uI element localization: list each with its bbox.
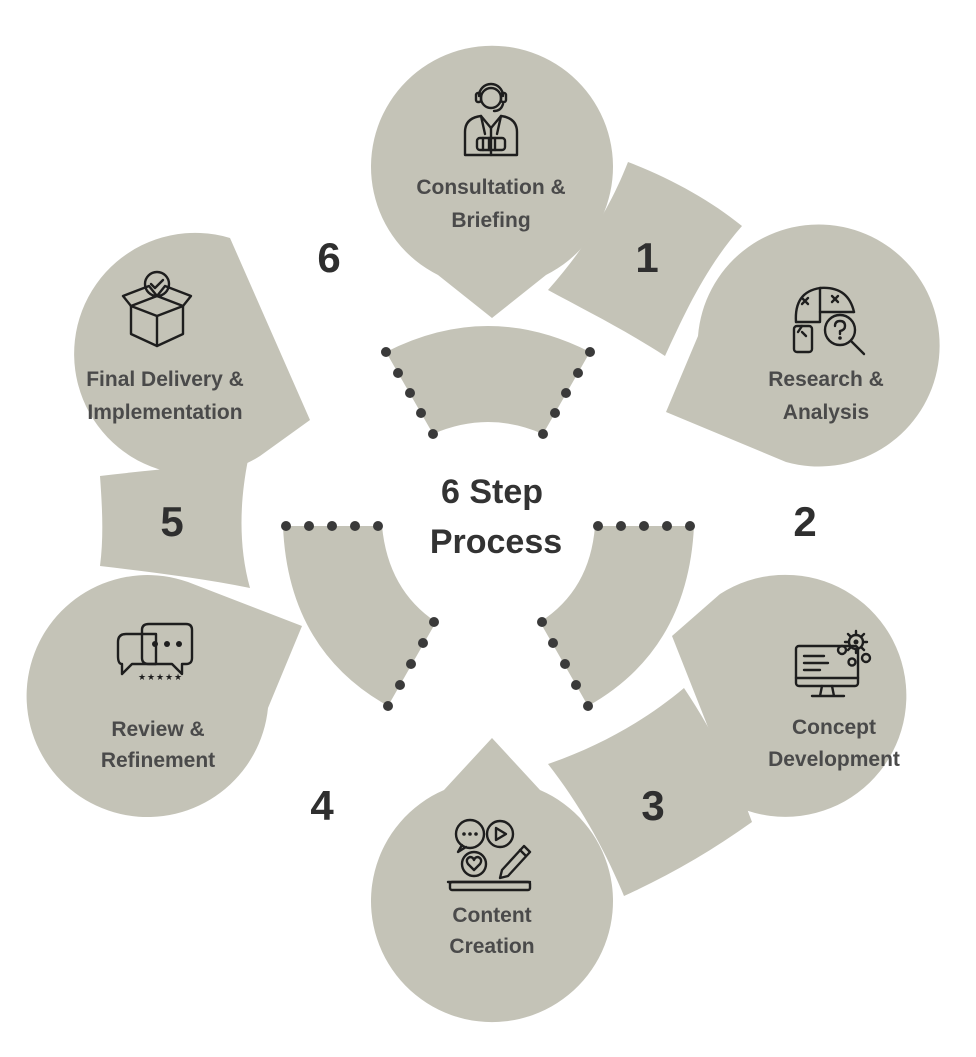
dot bbox=[538, 429, 548, 439]
center-title-line2: Process bbox=[430, 523, 562, 561]
dot bbox=[381, 347, 391, 357]
step-4-label-line1: Content bbox=[452, 904, 531, 927]
dots-left-bottom bbox=[383, 617, 439, 711]
dots-right-bottom bbox=[537, 617, 593, 711]
dots-right-top bbox=[593, 521, 695, 531]
step-labels: Consultation & Briefing Research & Analy… bbox=[86, 176, 900, 958]
puzzle-magnifier-icon bbox=[792, 286, 866, 356]
dot bbox=[304, 521, 314, 531]
dot bbox=[593, 521, 603, 531]
dot bbox=[560, 659, 570, 669]
step-6-label-line1: Final Delivery & bbox=[86, 368, 244, 391]
dot bbox=[639, 521, 649, 531]
svg-text:★: ★ bbox=[174, 673, 182, 683]
step-3-label-line2: Development bbox=[768, 748, 900, 771]
connector-band-3 bbox=[100, 460, 250, 588]
chat-rating-icon: ★ ★ ★ ★ ★ bbox=[116, 622, 194, 683]
dot bbox=[428, 429, 438, 439]
center-title-line1: 6 Step bbox=[441, 473, 543, 511]
connector-band-2 bbox=[548, 688, 752, 896]
connector-band-1 bbox=[548, 162, 742, 356]
svg-text:★: ★ bbox=[138, 673, 146, 683]
monitor-gears-icon bbox=[794, 629, 872, 698]
step-5-label-line1: Review & bbox=[111, 718, 204, 741]
step-6-label-line2: Implementation bbox=[87, 401, 242, 424]
dot bbox=[405, 388, 415, 398]
svg-text:★: ★ bbox=[147, 673, 155, 683]
dot bbox=[429, 617, 439, 627]
step-4-label-line2: Creation bbox=[449, 935, 534, 958]
dots-top-right bbox=[538, 347, 595, 439]
inner-segment-right bbox=[540, 526, 694, 706]
dot bbox=[573, 368, 583, 378]
dot bbox=[616, 521, 626, 531]
connector-bands bbox=[100, 162, 752, 896]
step-number-6: 6 bbox=[317, 234, 340, 281]
dot bbox=[418, 638, 428, 648]
dot bbox=[350, 521, 360, 531]
dot bbox=[585, 347, 595, 357]
dot bbox=[373, 521, 383, 531]
petal-step-1 bbox=[370, 45, 613, 318]
dot bbox=[583, 701, 593, 711]
dot bbox=[662, 521, 672, 531]
step-number-4: 4 bbox=[310, 782, 334, 829]
petal-step-4 bbox=[370, 738, 613, 1023]
star-rating: ★ ★ ★ ★ ★ bbox=[138, 673, 182, 683]
dot bbox=[393, 368, 403, 378]
dot bbox=[685, 521, 695, 531]
dots-left-top bbox=[281, 521, 383, 531]
svg-text:★: ★ bbox=[156, 673, 164, 683]
customer-support-icon bbox=[463, 82, 519, 157]
dot bbox=[395, 680, 405, 690]
step-3-label-line1: Concept bbox=[792, 716, 876, 739]
dot bbox=[327, 521, 337, 531]
dot bbox=[281, 521, 291, 531]
inner-segment-top bbox=[386, 326, 590, 434]
step-1-label-line2: Briefing bbox=[451, 209, 530, 232]
step-number-3: 3 bbox=[641, 782, 664, 829]
svg-text:★: ★ bbox=[165, 673, 173, 683]
dot bbox=[548, 638, 558, 648]
dot bbox=[537, 617, 547, 627]
dots-top-left bbox=[381, 347, 438, 439]
step-2-label-line1: Research & bbox=[768, 368, 884, 391]
dot bbox=[561, 388, 571, 398]
step-numbers: 1 2 3 4 5 6 bbox=[160, 234, 816, 829]
step-number-1: 1 bbox=[635, 234, 658, 281]
step-5-label-line2: Refinement bbox=[101, 749, 215, 772]
petal-step-6 bbox=[74, 232, 310, 475]
petal-step-2 bbox=[666, 224, 940, 467]
petal-step-5 bbox=[26, 575, 303, 818]
step-number-2: 2 bbox=[793, 498, 816, 545]
dot bbox=[416, 408, 426, 418]
dot bbox=[406, 659, 416, 669]
step-2-label-line2: Analysis bbox=[783, 401, 869, 424]
inner-segments bbox=[283, 326, 694, 706]
dot bbox=[571, 680, 581, 690]
delivery-box-icon bbox=[121, 270, 193, 348]
content-media-icon bbox=[446, 818, 532, 892]
center-title: 6 Step Process bbox=[430, 473, 562, 561]
step-1-label-line1: Consultation & bbox=[416, 176, 565, 199]
dotted-edges bbox=[281, 347, 695, 711]
step-number-5: 5 bbox=[160, 498, 183, 545]
dot bbox=[550, 408, 560, 418]
inner-segment-left bbox=[283, 526, 436, 706]
dot bbox=[383, 701, 393, 711]
